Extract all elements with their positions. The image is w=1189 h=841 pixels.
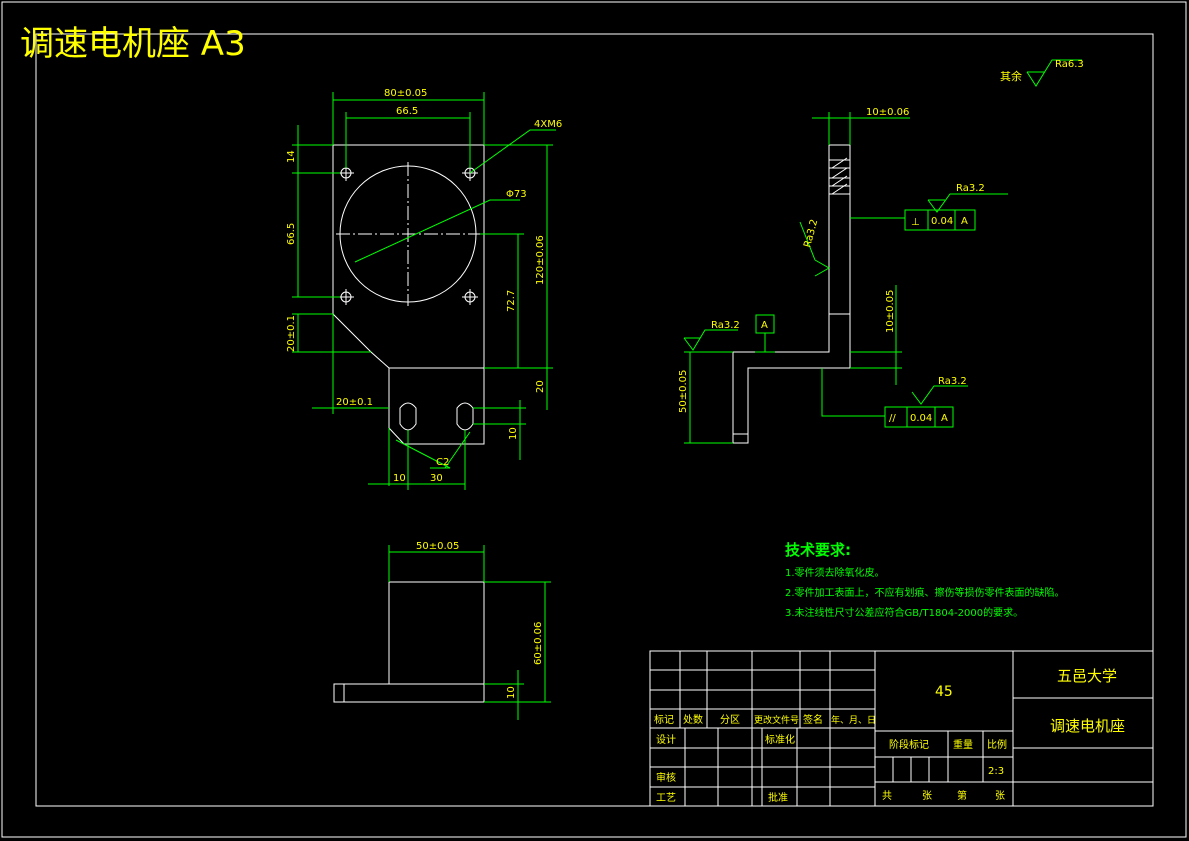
dim-foot-height: 20 <box>535 380 546 393</box>
title-block-text: 45 五邑大学 调速电机座 标记 处数 分区 更改文件号 签名 年、月、日 设计… <box>654 667 1125 804</box>
inner-frame <box>35 33 1154 807</box>
hdr-mark: 标记 <box>654 714 674 726</box>
label-stage-mark: 阶段标记 <box>889 738 929 751</box>
dim-base-thickness: 10±0.05 <box>885 290 896 333</box>
dim-hole-spacing-v: 66.5 <box>286 223 297 245</box>
side-view-dim-labels: 10±0.06 Ra3.2 ⊥ 0.04 A Ra3.2 10±0.05 Ra3… <box>678 107 985 424</box>
label-weight: 重量 <box>953 738 973 751</box>
label-design: 设计 <box>656 733 676 746</box>
front-view-dim-labels: 80±0.05 66.5 4XM6 Φ73 14 66.5 20±0.1 120… <box>286 88 562 484</box>
perp-tol: 0.04 <box>931 216 953 227</box>
side-hidden-holes <box>829 157 850 195</box>
roughness-symbol <box>1026 59 1082 87</box>
side-view <box>732 144 851 444</box>
bottom-view-dimensions <box>388 545 551 720</box>
dim-bottom-height: 60±0.06 <box>533 622 544 665</box>
default-roughness: 其余 Ra6.3 <box>1000 59 1084 87</box>
hdr-change-doc: 更改文件号 <box>754 714 799 726</box>
front-view <box>332 144 485 445</box>
label-process: 工艺 <box>656 792 676 804</box>
tech-item-2: 2.零件加工表面上，不应有划痕、擦伤等损伤零件表面的缺陷。 <box>785 586 1065 599</box>
tech-requirements: 技术要求: 1.零件须去除氧化皮。 2.零件加工表面上，不应有划痕、擦伤等损伤零… <box>785 541 1065 619</box>
label-sheets: 张 <box>922 790 932 802</box>
part-name: 调速电机座 <box>1050 717 1125 735</box>
label-sheet-no: 第 <box>957 789 967 802</box>
label-sheet-suffix: 张 <box>995 790 1005 802</box>
dim-bottom-base: 10 <box>506 686 517 699</box>
hdr-zone: 分区 <box>720 714 740 726</box>
label-standardize: 标准化 <box>765 733 795 746</box>
default-roughness-value: Ra6.3 <box>1055 59 1084 70</box>
default-roughness-prefix: 其余 <box>1000 69 1022 83</box>
dim-slot-width: 10 <box>508 427 519 440</box>
datum-label: A <box>761 320 768 331</box>
tech-item-3: 3.未注线性尺寸公差应符合GB/T1804-2000的要求。 <box>785 606 1023 619</box>
scale-value: 2:3 <box>988 766 1004 777</box>
hdr-date: 年、月、日 <box>831 714 876 726</box>
dim-holes: 4XM6 <box>534 119 562 130</box>
dim-chamfer-width: 20±0.1 <box>336 397 373 408</box>
dim-slot-offset: 10 <box>393 473 406 484</box>
dim-thickness: 10±0.06 <box>866 107 909 118</box>
dim-bottom-width: 50±0.05 <box>416 541 459 552</box>
para-ref: A <box>941 413 948 424</box>
label-review: 审核 <box>656 771 676 784</box>
roughness-base-left: Ra3.2 <box>711 320 740 331</box>
front-view-dimensions <box>292 92 556 490</box>
roughness-face: Ra3.2 <box>956 183 985 194</box>
label-scale: 比例 <box>987 738 1007 751</box>
dim-overall-width: 80±0.05 <box>384 88 427 99</box>
title-block <box>649 650 1154 807</box>
dim-base-height: 50±0.05 <box>678 370 689 413</box>
para-symbol: // <box>889 413 896 424</box>
sheet-title: 调速电机座 A3 <box>20 24 246 64</box>
tech-item-1: 1.零件须去除氧化皮。 <box>785 566 885 579</box>
hdr-count: 处数 <box>683 713 703 726</box>
material: 45 <box>935 684 953 700</box>
side-view-dimensions <box>683 112 1008 444</box>
dim-bore: Φ73 <box>506 189 527 200</box>
dim-height-total: 120±0.06 <box>535 235 546 285</box>
side-view-outline <box>732 144 851 444</box>
dim-slot-spacing: 30 <box>430 473 443 484</box>
para-tol: 0.04 <box>910 413 932 424</box>
dim-hole-spacing-h: 66.5 <box>396 106 418 117</box>
roughness-base-right: Ra3.2 <box>938 376 967 387</box>
tech-heading: 技术要求: <box>785 541 851 559</box>
school-name: 五邑大学 <box>1057 667 1117 685</box>
perp-ref: A <box>961 216 968 227</box>
label-approve: 批准 <box>768 791 788 804</box>
label-total: 共 <box>882 790 892 802</box>
hdr-sign: 签名 <box>803 713 823 726</box>
perp-symbol: ⊥ <box>911 217 920 228</box>
dim-chamfer-height: 20±0.1 <box>286 315 297 352</box>
bottom-view-dim-labels: 50±0.05 60±0.06 10 <box>416 541 544 699</box>
dim-top-offset: 14 <box>286 150 297 163</box>
dim-center-height: 72.7 <box>506 290 517 312</box>
dim-chamfer: C2 <box>436 457 449 468</box>
